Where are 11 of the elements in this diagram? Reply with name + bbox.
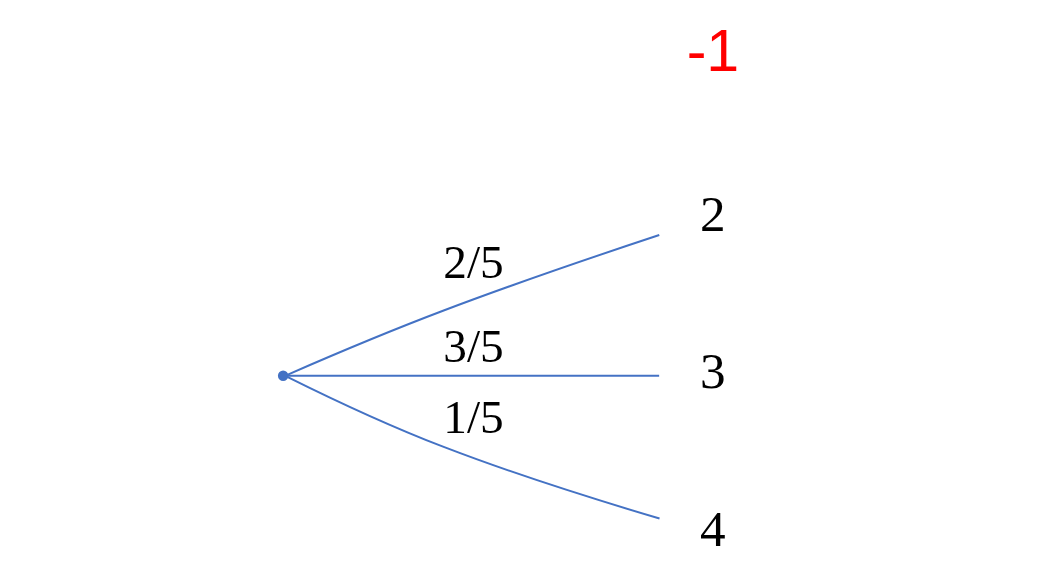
edge-label: 3/5: [443, 320, 504, 373]
connector: [286, 234, 661, 376]
edge-label: 2/5: [443, 235, 504, 288]
label: -1: [686, 17, 740, 85]
connector: [286, 374, 661, 377]
connector: [286, 375, 661, 520]
node-point: [277, 370, 289, 381]
node-text: 4: [700, 499, 726, 557]
node-text: 2: [700, 184, 726, 242]
node-text: 3: [700, 342, 726, 400]
edge-label: 1/5: [443, 391, 504, 444]
